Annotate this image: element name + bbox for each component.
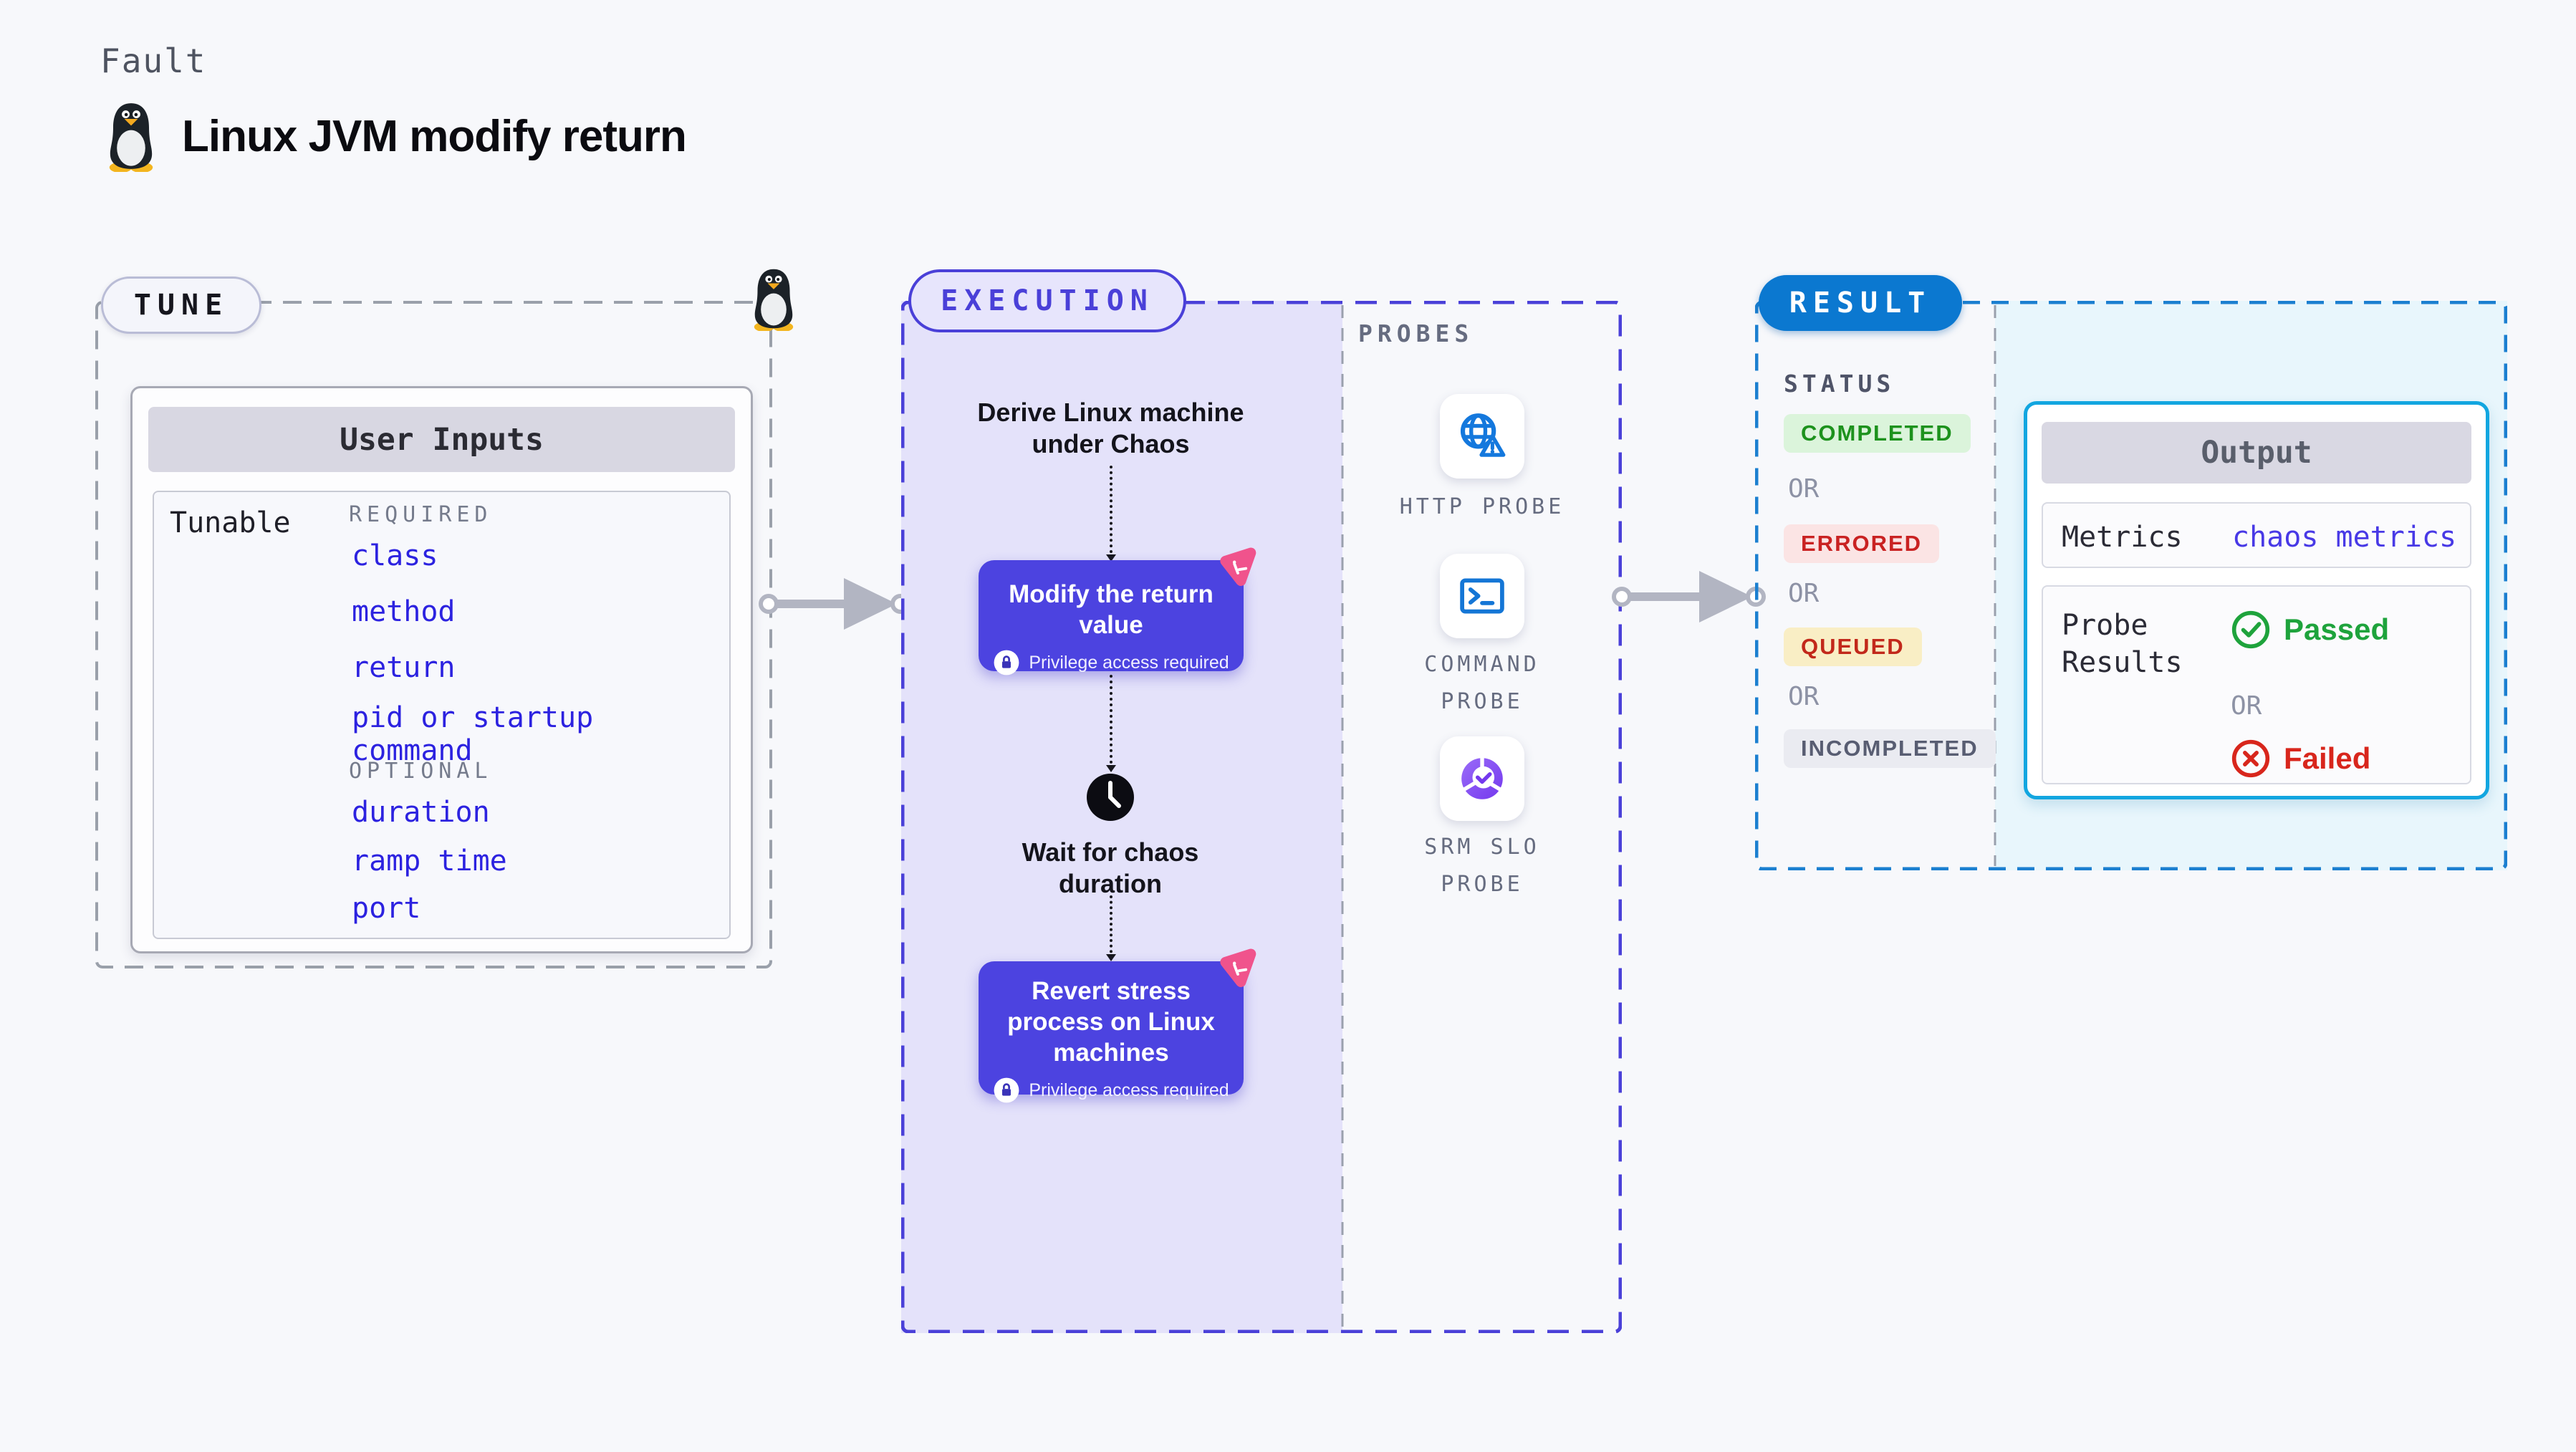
metrics-value-link[interactable]: chaos metrics — [2232, 521, 2457, 554]
chaos-fault-icon — [1215, 946, 1261, 991]
output-title: Output — [2042, 422, 2471, 484]
srm-slo-probe-label: SRM SLO PROBE — [1424, 835, 1540, 897]
required-heading: REQUIRED — [349, 502, 493, 527]
or-separator: OR — [1788, 474, 1820, 504]
privilege-row: Privilege access required — [979, 649, 1244, 676]
step-title: Revert stress process on Linux machines — [1007, 977, 1215, 1067]
lock-icon — [994, 650, 1019, 675]
fault-kicker: Fault — [100, 42, 207, 80]
input-method[interactable]: method — [352, 595, 456, 628]
privilege-label: Privilege access required — [1029, 652, 1229, 673]
terminal-icon — [1460, 578, 1504, 614]
page-title-row: Linux JVM modify return — [100, 100, 687, 172]
tune-to-execution-arrow — [759, 578, 910, 630]
tune-section: TUNE User Inputs Tunable REQUIRED class … — [95, 269, 794, 968]
probe-results-label: Probe Results — [2062, 609, 2183, 679]
modify-return-step-card[interactable]: Modify the return value Privilege access… — [979, 547, 1256, 675]
privilege-label: Privilege access required — [1029, 1080, 1229, 1100]
check-circle-icon — [2231, 610, 2270, 649]
http-probe-card[interactable] — [1440, 394, 1524, 479]
chaos-fault-icon — [1215, 544, 1261, 590]
revert-stress-step-card[interactable]: Revert stress process on Linux machines … — [979, 948, 1256, 1103]
probe-results-row: Probe Results Passed OR Failed — [2042, 585, 2471, 784]
arrow-tip — [1106, 954, 1116, 961]
input-return[interactable]: return — [352, 651, 456, 684]
flow-connector — [1106, 466, 1116, 562]
passed-verdict: Passed — [2231, 610, 2389, 650]
page-title: Linux JVM modify return — [182, 111, 687, 161]
privilege-row: Privilege access required — [979, 1077, 1244, 1104]
status-heading: STATUS — [1784, 370, 1895, 398]
tune-badge: TUNE — [101, 277, 261, 334]
flow-connector — [1106, 675, 1116, 772]
execution-to-result-arrow — [1612, 571, 1766, 622]
input-class[interactable]: class — [352, 539, 438, 572]
lock-icon — [994, 1077, 1019, 1103]
status-incompleted-badge: INCOMPLETED — [1784, 729, 1996, 768]
passed-label: Passed — [2284, 612, 2390, 646]
x-circle-icon — [2231, 739, 2270, 778]
tux-icon — [100, 100, 162, 172]
failed-verdict: Failed — [2231, 739, 2370, 779]
metrics-label: Metrics — [2062, 521, 2183, 554]
or-separator: OR — [1788, 579, 1820, 608]
probes-heading: PROBES — [1358, 319, 1474, 347]
input-pid-or-startup-command[interactable]: pid or startup command — [352, 701, 594, 767]
metrics-row: Metrics chaos metrics — [2042, 502, 2471, 568]
or-separator: OR — [1788, 682, 1820, 711]
clock-icon — [1085, 772, 1135, 822]
output-card: Output Metrics chaos metrics Probe Resul… — [2024, 401, 2489, 799]
execution-section: EXECUTION PROBES Derive Linux machine un… — [901, 269, 1622, 1333]
optional-heading: OPTIONAL — [349, 759, 493, 784]
http-probe-label: HTTP PROBE — [1399, 494, 1565, 519]
tunable-label: Tunable — [170, 506, 291, 539]
flow-connector — [1106, 895, 1116, 961]
failed-label: Failed — [2284, 741, 2371, 775]
command-probe-card[interactable] — [1440, 554, 1524, 638]
tux-icon — [746, 266, 801, 331]
status-completed-badge: COMPLETED — [1784, 414, 1971, 453]
status-queued-badge: QUEUED — [1784, 628, 1922, 666]
step-title: Modify the return value — [1009, 580, 1213, 639]
arrow-tip — [1106, 554, 1116, 562]
arrow-tip — [1106, 765, 1116, 772]
srm-slo-probe-card[interactable] — [1440, 736, 1524, 821]
globe-alert-icon — [1460, 413, 1506, 457]
user-inputs-table: Tunable REQUIRED class method return pid… — [153, 491, 731, 939]
input-ramp-time[interactable]: ramp time — [352, 845, 507, 878]
result-section: RESULT STATUS COMPLETED OR ERRORED OR QU… — [1755, 275, 2507, 870]
user-inputs-card: User Inputs Tunable REQUIRED class metho… — [130, 386, 753, 953]
user-inputs-title: User Inputs — [148, 407, 735, 472]
execution-badge: EXECUTION — [908, 269, 1186, 332]
status-errored-badge: ERRORED — [1784, 524, 1940, 563]
result-badge: RESULT — [1759, 275, 1962, 331]
wait-step-label: Wait for chaos duration — [1022, 837, 1199, 898]
derive-step-label: Derive Linux machine under Chaos — [977, 398, 1244, 458]
input-duration[interactable]: duration — [352, 796, 490, 829]
slo-donut-check-icon — [1461, 756, 1503, 799]
input-port[interactable]: port — [352, 892, 421, 925]
command-probe-label: COMMAND PROBE — [1424, 652, 1540, 714]
or-separator: OR — [2231, 691, 2262, 721]
